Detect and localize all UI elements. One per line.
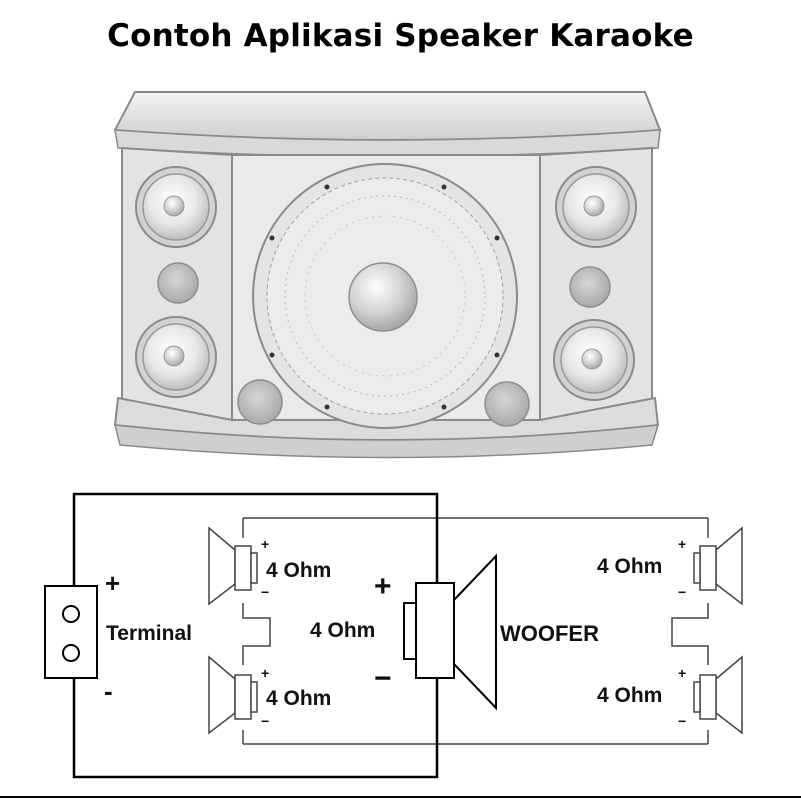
speaker-symbol-left-bottom [208,655,258,735]
woofer-symbol [403,553,497,711]
right-top-plus: + [678,536,686,552]
tweeter-bottom-left [135,316,217,398]
woofer-cone [252,163,518,429]
speaker-symbol-right-top [693,526,743,606]
tweeter-top-right [555,166,637,248]
terminal-plus-label: + [105,568,120,598]
left-top-minus: − [261,584,269,600]
speaker-symbol-left-top [208,526,258,606]
bass-port-bottom-right [484,381,530,427]
left-top-plus: + [261,536,269,552]
right-bottom-minus: − [678,713,686,729]
left-top-impedance-label: 4 Ohm [266,559,331,582]
right-bottom-impedance-label: 4 Ohm [597,684,662,707]
woofer-label: WOOFER [500,621,599,646]
bass-port-right-side [569,266,611,308]
woofer-plus-label: + [374,570,392,603]
main-wire-loop [72,492,439,779]
woofer-impedance-label: 4 Ohm [310,619,375,642]
right-top-minus: − [678,584,686,600]
woofer-minus-label: − [374,662,392,695]
wiring-diagram [242,517,709,745]
left-bottom-plus: + [261,665,269,681]
left-bottom-minus: − [261,713,269,729]
page-title: Contoh Aplikasi Speaker Karaoke [107,18,694,54]
right-top-impedance-label: 4 Ohm [597,555,662,578]
tweeter-top-left [135,166,217,248]
right-bottom-plus: + [678,665,686,681]
terminal-block [44,585,98,679]
terminal-minus-label: - [104,676,113,706]
speaker-symbol-right-bottom [693,655,743,735]
tweeter-bottom-right [553,319,635,401]
left-bottom-impedance-label: 4 Ohm [266,687,331,710]
terminal-label: Terminal [106,622,192,645]
bass-port-bottom-left [237,379,283,425]
bass-port-left-side [157,262,199,304]
